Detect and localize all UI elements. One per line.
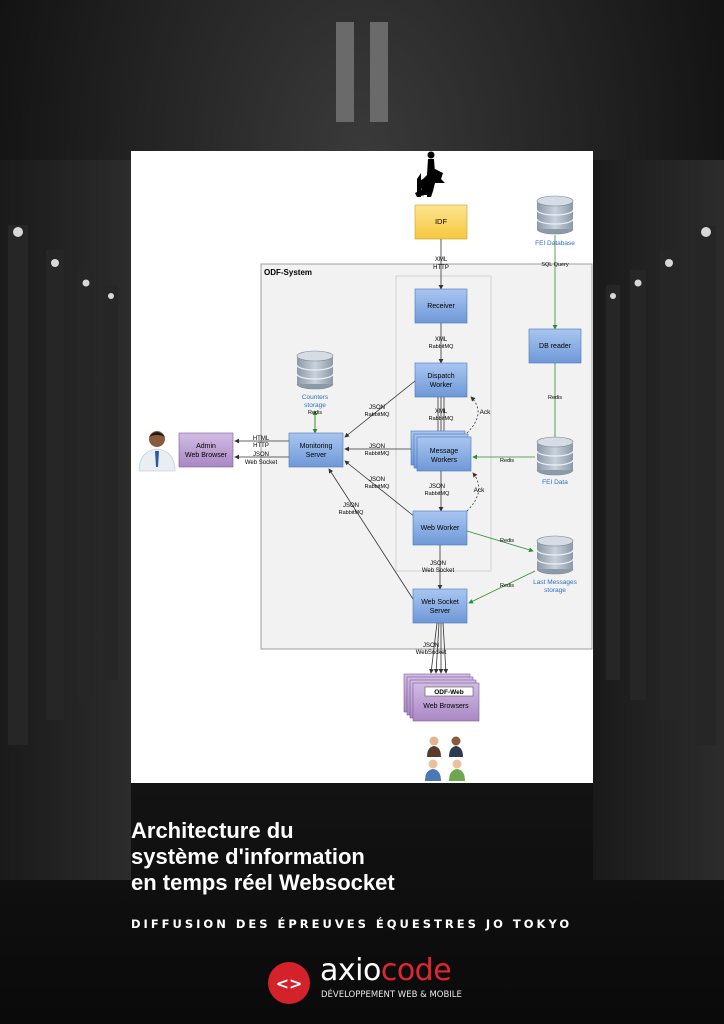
last-messages-storage-label: Last Messages — [533, 579, 577, 586]
edge-label-json: JSON — [369, 444, 385, 450]
edge-label-websocket: Web Socket — [245, 460, 278, 466]
logo-word-red: code — [380, 953, 452, 988]
edge-label-json: JSON — [430, 561, 446, 567]
admin-web-browser-label: Admin — [196, 443, 216, 450]
web-browsers-label: Web Browsers — [423, 703, 469, 710]
message-workers-label: Workers — [431, 457, 457, 464]
admin-web-browser-label: Web Browser — [185, 452, 228, 459]
admin-web-browser-node — [178, 432, 234, 468]
edge-label-json: JSON — [369, 477, 385, 483]
edge-label-redis: Redis — [500, 458, 514, 464]
edge-label-ack: Ack — [480, 409, 492, 416]
receiver-node — [414, 288, 468, 324]
web-browsers-node — [403, 673, 480, 722]
edge-label-xml: XML — [435, 337, 448, 343]
title-line: en temps réel Websocket — [131, 870, 395, 895]
dispatch-worker-label: Worker — [430, 382, 453, 389]
edge-label-websocket: WebSocket — [416, 650, 447, 656]
websocket-server-node — [412, 588, 468, 624]
horse-rider-icon — [415, 151, 445, 197]
message-workers-node — [410, 430, 472, 472]
edge-label-xml: XML — [435, 409, 448, 415]
db-reader-label: DB reader — [539, 343, 572, 350]
counters-storage-label: storage — [304, 402, 326, 409]
fei-data-label: FEI Data — [542, 479, 568, 486]
users-group-icon — [425, 736, 465, 781]
odf-web-label: ODF-Web — [434, 689, 464, 696]
cover-subtitle: DIFFUSION DES ÉPREUVES ÉQUESTRES JO TOKY… — [131, 917, 573, 931]
counters-storage-label: Counters — [302, 394, 329, 401]
edge-label-rabbitmq: RabbitMQ — [365, 484, 390, 490]
edge-label-json: JSON — [429, 484, 445, 490]
edge-label-redis: Redis — [500, 583, 514, 589]
last-messages-storage-label: storage — [544, 587, 566, 594]
edge-label-html: HTML — [253, 436, 270, 442]
code-brackets-icon: <> — [268, 962, 310, 1004]
edge-label-websocket: Web Socket — [422, 568, 455, 574]
logo-wordmark: axiocode — [320, 953, 452, 988]
monitoring-server-label: Monitoring — [300, 443, 333, 450]
title-line: Architecture du — [131, 818, 294, 843]
edge-label-rabbitmq: RabbitMQ — [365, 412, 390, 418]
admin-person-icon — [138, 431, 176, 472]
fei-data-icon — [536, 436, 574, 476]
receiver-label: Receiver — [427, 303, 455, 310]
edge-label-rabbitmq: RabbitMQ — [339, 510, 364, 516]
edge-label-xml: XML — [435, 257, 448, 263]
cover-title: Architecture du système d'information en… — [131, 818, 551, 896]
websocket-server-label: Server — [430, 608, 451, 615]
last-messages-storage-icon — [536, 535, 574, 575]
fei-database-icon — [536, 195, 574, 235]
web-worker-label: Web Worker — [421, 525, 460, 532]
db-reader-node — [528, 328, 582, 364]
dispatch-worker-node — [414, 362, 468, 398]
edge-label-rabbitmq: RabbitMQ — [429, 344, 454, 350]
dispatch-worker-label: Dispatch — [427, 373, 454, 380]
edge-label-json: JSON — [423, 643, 439, 649]
edge-label-json: JSON — [369, 405, 385, 411]
axiocode-logo: <> axiocode DÉVELOPPEMENT WEB & MOBILE — [268, 954, 468, 1005]
idf-node — [414, 204, 468, 240]
sql-query-label: SQL Query — [541, 262, 569, 268]
monitoring-server-label: Server — [306, 452, 327, 459]
websocket-server-label: Web Socket — [421, 599, 459, 606]
edge-label-rabbitmq: RabbitMQ — [365, 451, 390, 457]
logo-tagline: DÉVELOPPEMENT WEB & MOBILE — [321, 990, 462, 1000]
edge-label-json: JSON — [253, 452, 269, 458]
idf-label: IDF — [435, 217, 448, 226]
edge-label-redis: Redis — [548, 395, 562, 401]
edge-label-redis: Redis — [500, 538, 514, 544]
title-line: système d'information — [131, 844, 365, 869]
edge-label-json: JSON — [343, 503, 359, 509]
counters-storage-icon — [296, 350, 334, 390]
odf-system-label: ODF-System — [264, 268, 312, 277]
message-workers-label: Message — [430, 448, 459, 455]
logo-word-white: axio — [320, 953, 381, 988]
web-worker-node — [412, 510, 468, 546]
edge-label-rabbitmq: RabbitMQ — [429, 416, 454, 422]
monitoring-server-node — [288, 432, 344, 468]
edge-label-rabbitmq: RabbitMQ — [425, 491, 450, 497]
edge-label-http: HTTP — [253, 443, 269, 449]
edge-label-ack: Ack — [474, 487, 486, 494]
edge-label-http: HTTP — [433, 265, 449, 271]
architecture-diagram: ODF-System IDF FEI Database XML HTTP SQL… — [131, 151, 593, 783]
edge-label-redis: Redis — [308, 410, 322, 416]
